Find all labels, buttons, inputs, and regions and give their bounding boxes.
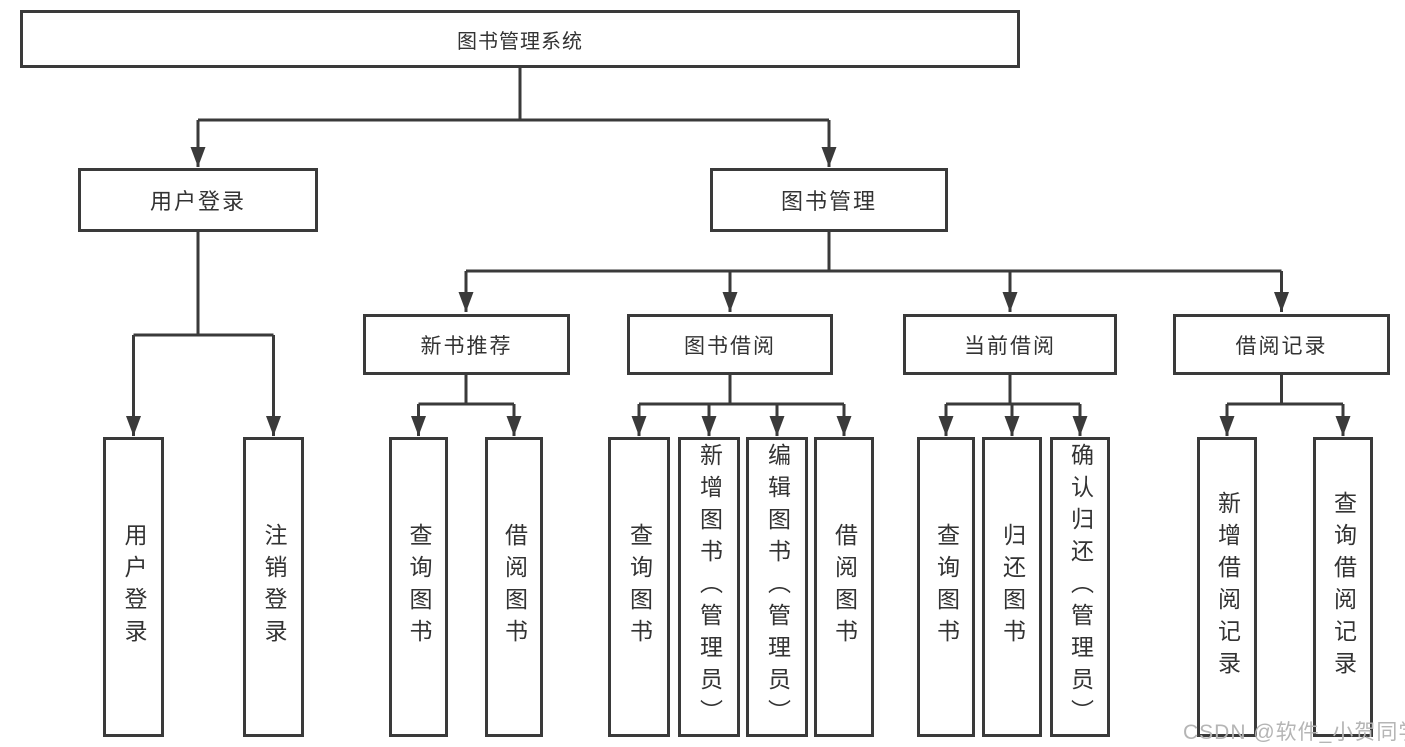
leaf-borrow-books-2: 借阅图书 bbox=[814, 437, 874, 737]
leaf-borrow-books-1: 借阅图书 bbox=[485, 437, 543, 737]
leaf-edit-books-admin-label: 编辑图书（管理员） bbox=[764, 443, 791, 731]
node-root-label: 图书管理系统 bbox=[457, 30, 583, 53]
node-book-management-label: 图书管理 bbox=[780, 189, 877, 214]
node-user-login: 用户登录 bbox=[78, 168, 318, 232]
leaf-edit-books-admin: 编辑图书（管理员） bbox=[746, 437, 808, 737]
leaf-query-books-3-label: 查询图书 bbox=[933, 523, 960, 651]
leaf-confirm-return-admin: 确认归还（管理员） bbox=[1050, 437, 1110, 737]
node-current-borrowing: 当前借阅 bbox=[903, 314, 1117, 375]
connector-skeleton bbox=[133, 66, 1343, 406]
leaf-user-login: 用户登录 bbox=[103, 437, 164, 737]
leaf-borrow-books-1-label: 借阅图书 bbox=[501, 523, 528, 651]
node-borrowing-records: 借阅记录 bbox=[1173, 314, 1390, 375]
leaf-return-books: 归还图书 bbox=[982, 437, 1042, 737]
node-new-book-recommend-label: 新书推荐 bbox=[420, 334, 513, 358]
leaf-query-books-1-label: 查询图书 bbox=[406, 523, 432, 651]
leaf-user-login-label: 用户登录 bbox=[121, 523, 147, 651]
leaf-add-books-admin: 新增图书（管理员） bbox=[678, 437, 740, 737]
leaf-query-borrow-record-label: 查询借阅记录 bbox=[1330, 491, 1357, 683]
leaf-confirm-return-admin-label: 确认归还（管理员） bbox=[1067, 443, 1094, 731]
leaf-query-books-3: 查询图书 bbox=[917, 437, 975, 737]
leaf-add-borrow-record-label: 新增借阅记录 bbox=[1214, 491, 1241, 683]
leaf-logout: 注销登录 bbox=[243, 437, 304, 737]
leaf-borrow-books-2-label: 借阅图书 bbox=[831, 523, 858, 651]
node-book-borrowing: 图书借阅 bbox=[627, 314, 833, 375]
leaf-return-books-label: 归还图书 bbox=[999, 523, 1026, 651]
leaf-query-books-2-label: 查询图书 bbox=[626, 523, 653, 651]
leaf-query-borrow-record: 查询借阅记录 bbox=[1313, 437, 1373, 737]
node-book-borrowing-label: 图书借阅 bbox=[684, 334, 776, 358]
node-new-book-recommend: 新书推荐 bbox=[363, 314, 570, 375]
leaf-query-books-2: 查询图书 bbox=[608, 437, 670, 737]
node-borrowing-records-label: 借阅记录 bbox=[1235, 334, 1328, 358]
csdn-watermark: CSDN @软件_小贺同学 bbox=[1183, 721, 1405, 744]
node-book-management: 图书管理 bbox=[710, 168, 948, 232]
leaf-add-books-admin-label: 新增图书（管理员） bbox=[696, 443, 723, 731]
node-current-borrowing-label: 当前借阅 bbox=[964, 334, 1056, 358]
leaf-query-books-1: 查询图书 bbox=[389, 437, 448, 737]
leaf-logout-label: 注销登录 bbox=[261, 523, 287, 651]
leaf-add-borrow-record: 新增借阅记录 bbox=[1197, 437, 1257, 737]
node-root: 图书管理系统 bbox=[20, 10, 1020, 68]
node-user-login-label: 用户登录 bbox=[149, 189, 246, 214]
